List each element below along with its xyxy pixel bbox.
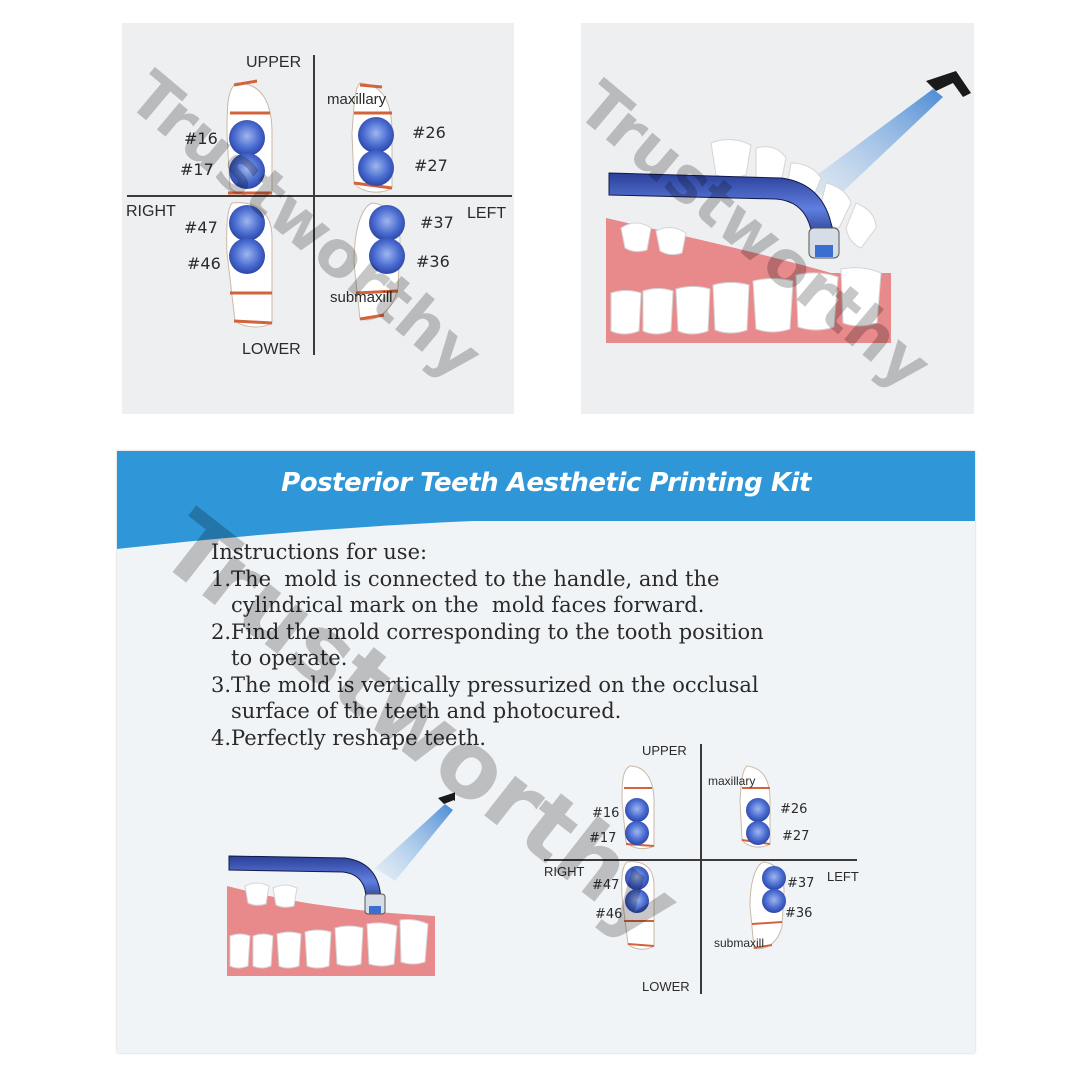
instruction-card: Posterior Teeth Aesthetic Printing Kit I…	[117, 451, 975, 1053]
header-curve	[117, 491, 975, 549]
left-label: LEFT	[827, 869, 859, 884]
tooth-46-label: #46	[595, 907, 623, 922]
small-tooth-chart: UPPER LOWER RIGHT LEFT maxillary submaxi…	[542, 736, 862, 1006]
maxillary-label: maxillary	[708, 774, 756, 788]
instruction-line: surface of the teeth and photocured.	[211, 699, 622, 723]
horizontal-axis	[544, 859, 857, 861]
upper-label: UPPER	[642, 743, 687, 758]
curing-light-panel: Trustworthy	[581, 23, 974, 414]
vertical-axis	[700, 744, 702, 994]
tooth-16-label: #16	[184, 129, 218, 148]
tooth-36-label: #36	[416, 252, 450, 271]
card-title: Posterior Teeth Aesthetic Printing Kit	[281, 468, 811, 498]
instruction-line: to operate.	[211, 646, 348, 670]
tooth-17-label: #17	[589, 831, 617, 846]
tooth-37-label: #37	[420, 213, 454, 232]
vertical-axis	[313, 55, 315, 355]
maxillary-label: maxillary	[327, 91, 387, 108]
tooth-37-label: #37	[787, 876, 815, 891]
submaxill-label: submaxill	[714, 936, 765, 950]
instructions: Instructions for use: 1.The mold is conn…	[211, 539, 764, 751]
tooth-chart-panel: UPPER LOWER RIGHT LEFT maxillary submaxi…	[122, 23, 514, 414]
tooth-16-label: #16	[592, 806, 620, 821]
lower-label: LOWER	[242, 341, 301, 358]
upper-label: UPPER	[246, 54, 302, 71]
instruction-line: 1.The mold is connected to the handle, a…	[211, 566, 720, 591]
tooth-26-label: #26	[780, 802, 808, 817]
instruction-line: 4.Perfectly reshape teeth.	[211, 725, 487, 750]
curing-light-icon	[606, 71, 971, 343]
tooth-17-label: #17	[180, 160, 214, 179]
tooth-27-label: #27	[414, 156, 448, 175]
dental-arch-icon	[227, 792, 455, 976]
tooth-36-label: #36	[785, 906, 813, 921]
tooth-47-label: #47	[184, 218, 218, 237]
submaxill-label: submaxill	[330, 289, 393, 306]
tooth-chart-icon	[621, 765, 786, 950]
left-label: LEFT	[467, 205, 507, 222]
tooth-46-label: #46	[187, 254, 221, 273]
instruction-line: cylindrical mark on the mold faces forwa…	[211, 593, 705, 617]
tooth-26-label: #26	[412, 123, 446, 142]
instruction-line: 2.Find the mold corresponding to the too…	[211, 619, 764, 644]
right-label: RIGHT	[126, 203, 176, 220]
horizontal-axis	[127, 195, 512, 197]
instructions-heading: Instructions for use:	[211, 540, 428, 564]
tooth-47-label: #47	[592, 878, 620, 893]
right-label: RIGHT	[544, 864, 585, 879]
tooth-chart-icon	[226, 79, 405, 328]
instruction-line: 3.The mold is vertically pressurized on …	[211, 672, 759, 697]
tooth-27-label: #27	[782, 829, 810, 844]
lower-label: LOWER	[642, 979, 690, 994]
